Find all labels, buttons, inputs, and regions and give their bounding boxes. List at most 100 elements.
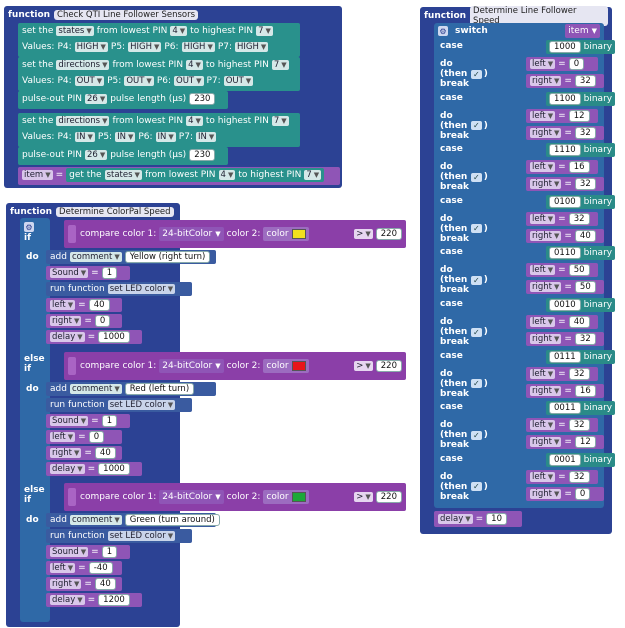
color-picker-block[interactable]: color: [263, 359, 309, 373]
left-var-dropdown[interactable]: left▼: [530, 59, 556, 69]
delay-value-input[interactable]: 1000: [98, 331, 130, 343]
case-value-input[interactable]: 0001: [549, 453, 581, 466]
compare-block[interactable]: compare color 1: 24-bitColor▼ color 2: c…: [64, 483, 406, 511]
left-value-input[interactable]: 0: [568, 58, 585, 70]
sound-assign-block[interactable]: Sound▼=1: [46, 545, 130, 559]
if-block[interactable]: [20, 218, 50, 622]
right-var-dropdown[interactable]: right▼: [530, 76, 562, 86]
left-var-dropdown[interactable]: left▼: [530, 420, 556, 431]
left-assign-block[interactable]: left▼=32: [526, 469, 598, 484]
right-value-input[interactable]: 0: [574, 487, 591, 500]
operator-dropdown[interactable]: >▼: [354, 229, 373, 239]
left-value-input[interactable]: 40: [88, 299, 110, 311]
delay-var-dropdown[interactable]: delay▼: [50, 332, 85, 342]
case-value-input[interactable]: 1000: [549, 41, 581, 53]
gear-icon[interactable]: ⚙: [438, 26, 448, 36]
left-value-input[interactable]: 32: [568, 419, 590, 432]
left-assign-block[interactable]: left▼=16: [526, 160, 598, 175]
color1-var-block[interactable]: 24-bitColor▼: [159, 359, 224, 373]
right-value-input[interactable]: 32: [574, 126, 596, 139]
case-value-block[interactable]: 0001 binary: [546, 452, 616, 467]
comment-dropdown[interactable]: comment▼: [69, 384, 122, 394]
case-value-input[interactable]: 1100: [549, 92, 581, 105]
left-var-dropdown[interactable]: left▼: [50, 432, 76, 442]
pulse-out-block[interactable]: pulse-out PIN 26▼ pulse length (µs) 230: [18, 147, 228, 165]
comment-text-field[interactable]: Green (turn around): [124, 514, 220, 526]
high-pin-dropdown[interactable]: 7▼: [271, 60, 289, 70]
item-var-block[interactable]: item▼: [565, 24, 600, 38]
right-value-input[interactable]: 12: [574, 436, 596, 449]
states-dropdown[interactable]: states▼: [104, 170, 142, 180]
set-directions-block[interactable]: set the directions▼ from lowest PIN 4▼ t…: [18, 113, 300, 147]
set-directions-block[interactable]: set the directions▼ from lowest PIN 4▼ t…: [18, 57, 300, 91]
case-value-input[interactable]: 0010: [549, 299, 581, 311]
right-assign-block[interactable]: right▼=0: [526, 486, 604, 501]
case-value-input[interactable]: 0110: [549, 247, 581, 260]
delay-assign-block[interactable]: delay▼=1000: [46, 330, 142, 344]
color1-var-block[interactable]: 24-bitColor▼: [159, 227, 224, 241]
high-pin-dropdown[interactable]: 7▼: [271, 116, 289, 126]
sound-var-dropdown[interactable]: Sound▼: [50, 416, 89, 426]
sound-assign-block[interactable]: Sound▼=1: [46, 414, 130, 428]
left-assign-block[interactable]: left▼=50: [526, 263, 598, 278]
left-value-input[interactable]: 50: [568, 264, 590, 277]
left-assign-block[interactable]: left▼=40: [46, 298, 122, 312]
low-pin-dropdown[interactable]: 4▼: [218, 170, 236, 180]
right-var-dropdown[interactable]: right▼: [530, 230, 562, 241]
left-value-input[interactable]: 32: [568, 367, 590, 380]
left-var-dropdown[interactable]: left▼: [50, 563, 76, 573]
sound-value-input[interactable]: 1: [101, 546, 118, 558]
right-assign-block[interactable]: right▼=0: [46, 314, 122, 328]
low-pin-dropdown[interactable]: 4▼: [186, 60, 203, 70]
case-value-block[interactable]: 0100 binary: [546, 194, 616, 209]
function-dropdown[interactable]: set LED color▼: [107, 400, 176, 410]
compare-block[interactable]: compare color 1: 24-bitColor▼ color 2: c…: [64, 352, 406, 380]
case-value-input[interactable]: 0011: [549, 402, 581, 415]
directions-dropdown[interactable]: directions▼: [56, 60, 110, 70]
case-value-block[interactable]: 0010 binary: [546, 298, 616, 312]
right-value-input[interactable]: 32: [574, 75, 596, 87]
right-value-input[interactable]: 0: [94, 315, 111, 327]
right-assign-block[interactable]: right▼=50: [526, 280, 604, 295]
case-value-block[interactable]: 1100 binary: [546, 91, 616, 106]
left-assign-block[interactable]: left▼=40: [526, 315, 598, 329]
break-checkbox[interactable]: ✓: [471, 69, 482, 79]
item-var-dropdown[interactable]: item▼: [22, 170, 53, 180]
left-value-input[interactable]: 12: [568, 109, 590, 122]
delay-var-dropdown[interactable]: delay▼: [50, 464, 85, 474]
right-var-dropdown[interactable]: right▼: [50, 448, 82, 458]
right-assign-block[interactable]: right▼=12: [526, 435, 604, 450]
delay-var-dropdown[interactable]: delay▼: [50, 595, 85, 605]
set-states-block[interactable]: set the states▼ from lowest PIN 4▼ to hi…: [18, 23, 300, 57]
function-dropdown[interactable]: set LED color▼: [107, 531, 176, 541]
break-checkbox[interactable]: ✓: [471, 121, 482, 131]
break-checkbox[interactable]: ✓: [471, 482, 482, 492]
case-value-block[interactable]: 0110 binary: [546, 246, 616, 261]
right-var-dropdown[interactable]: right▼: [530, 334, 562, 344]
sound-value-input[interactable]: 1: [101, 415, 118, 427]
right-value-input[interactable]: 32: [574, 178, 596, 191]
color-picker-block[interactable]: color: [263, 490, 309, 504]
case-value-block[interactable]: 0011 binary: [546, 401, 616, 416]
right-value-input[interactable]: 40: [94, 447, 116, 459]
p4-dropdown[interactable]: IN▼: [74, 132, 95, 142]
left-var-dropdown[interactable]: left▼: [530, 213, 556, 224]
case-value-input[interactable]: 1110: [549, 144, 581, 157]
left-assign-block[interactable]: left▼=32: [526, 418, 598, 433]
operator-dropdown[interactable]: >▼: [354, 361, 373, 371]
function-name-field[interactable]: Determine ColorPal Speed: [56, 207, 174, 217]
high-pin-dropdown[interactable]: 7▼: [304, 170, 322, 180]
function-name-field[interactable]: Check QTI Line Follower Sensors: [54, 10, 199, 20]
p4-dropdown[interactable]: OUT▼: [74, 76, 105, 86]
right-value-input[interactable]: 16: [574, 384, 596, 397]
left-assign-block[interactable]: left▼=32: [526, 366, 598, 381]
p6-dropdown[interactable]: OUT▼: [174, 76, 204, 86]
break-checkbox[interactable]: ✓: [471, 327, 482, 337]
low-pin-dropdown[interactable]: 4▼: [186, 116, 203, 126]
case-value-block[interactable]: 1000 binary: [546, 40, 616, 54]
left-value-input[interactable]: 32: [568, 212, 590, 225]
threshold-input[interactable]: 220: [375, 491, 402, 503]
